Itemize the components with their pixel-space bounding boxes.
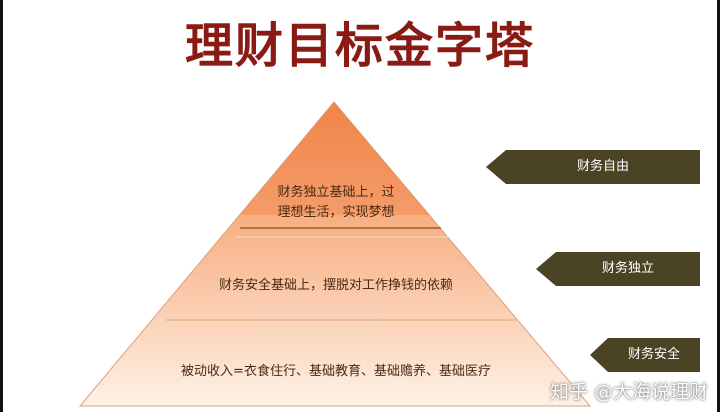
tag-financial-freedom: 财务自由 <box>486 150 700 184</box>
tag-arrow-shape <box>536 252 700 286</box>
diagram-title: 理财目标金字塔 <box>184 18 535 74</box>
pyramid-apex-highlight <box>240 102 430 215</box>
tier-middle-text: 财务安全基础上，摆脱对工作挣钱的依赖 <box>200 276 472 296</box>
zhihu-watermark: 知乎 @大海说理财 <box>549 381 708 403</box>
tier-top-text: 财务独立基础上，过 理想生活，实现梦想 <box>254 183 418 223</box>
right-frame-edge <box>717 0 720 412</box>
tag-financial-independence: 财务独立 <box>536 252 700 286</box>
tag-financial-freedom-label: 财务自由 <box>576 159 629 174</box>
tag-financial-security-label: 财务安全 <box>627 347 680 362</box>
pyramid-shape <box>78 101 592 407</box>
tag-arrow-shape <box>590 338 700 372</box>
tag-financial-security: 财务安全 <box>590 338 700 372</box>
tier-middle-line-1: 财务安全基础上，摆脱对工作挣钱的依赖 <box>218 278 453 293</box>
tag-arrow-shape <box>486 150 700 184</box>
tier-top-line-2: 理想生活，实现梦想 <box>277 205 395 220</box>
tier-bottom-line-1: 被动收入=衣食住行、基础教育、基础赡养、基础医疗 <box>181 364 491 379</box>
tag-financial-independence-label: 财务独立 <box>601 261 654 276</box>
tier-bottom-text: 被动收入=衣食住行、基础教育、基础赡养、基础医疗 <box>158 362 514 382</box>
tier-top-line-1: 财务独立基础上，过 <box>277 185 395 200</box>
left-frame-edge <box>0 0 3 412</box>
